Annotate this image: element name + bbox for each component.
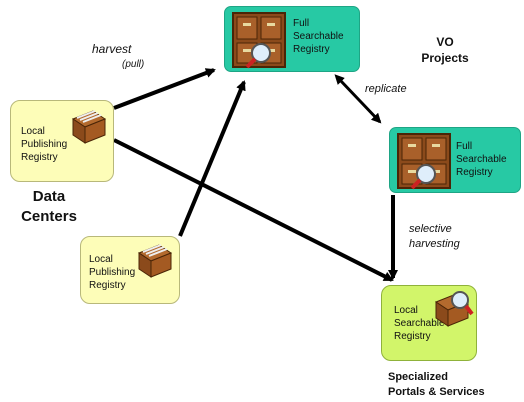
data-line2: Centers — [21, 208, 77, 225]
data-line1: Data — [32, 188, 66, 205]
node-label-line3: Registry — [89, 280, 126, 291]
full-searchable-registry-right: Full Searchable Registry — [389, 127, 521, 193]
node-label-line3: Registry — [21, 152, 58, 163]
harvest-arrow — [113, 68, 216, 110]
center-to-full-arrow — [178, 80, 246, 237]
full-searchable-registry-top: Full Searchable Registry — [224, 6, 360, 72]
selective-label: selective — [409, 223, 452, 235]
node-label-line2: Searchable — [394, 318, 445, 329]
file-drawer-magnifier-icon — [434, 291, 474, 327]
vo-line1: VO — [436, 35, 454, 49]
node-label-line2: Publishing — [89, 267, 136, 278]
portals-line1: Specialized — [388, 371, 448, 383]
node-label-line2: Publishing — [21, 139, 68, 150]
harvest-label: harvest — [92, 42, 132, 56]
local-publishing-registry-center: Local Publishing Registry — [80, 236, 180, 304]
vo-projects-label: VO Projects — [416, 34, 474, 66]
left-to-local-searchable-arrow — [113, 138, 394, 282]
node-label-line2: Searchable — [456, 154, 507, 165]
node-label-line1: Local — [21, 126, 45, 137]
harvesting-label: harvesting — [409, 238, 460, 250]
node-label-line1: Local — [89, 254, 113, 265]
file-cabinet-magnifier-icon — [397, 133, 451, 190]
specialized-portals-label: Specialized Portals & Services — [388, 370, 485, 400]
local-searchable-registry: Local Searchable Registry — [381, 285, 477, 361]
node-label-line3: Registry — [293, 44, 330, 55]
node-label-line1: Local — [394, 305, 418, 316]
node-label-line2: Searchable — [293, 31, 344, 42]
portals-line2: Portals & Services — [388, 386, 485, 398]
replicate-label: replicate — [365, 83, 407, 95]
node-label-line3: Registry — [394, 331, 431, 342]
harvest-sublabel: (pull) — [122, 59, 145, 70]
local-publishing-registry-left: Local Publishing Registry — [10, 100, 114, 182]
file-cabinet-magnifier-icon — [232, 12, 286, 69]
data-centers-label: Data Centers — [12, 187, 86, 227]
node-label-line1: Full — [293, 18, 310, 29]
file-drawer-icon — [71, 110, 107, 144]
node-label-line3: Registry — [456, 167, 493, 178]
file-drawer-icon — [137, 244, 173, 278]
node-label-line1: Full — [456, 141, 473, 152]
replicate-arrow — [334, 74, 382, 124]
vo-line2: Projects — [421, 51, 469, 65]
